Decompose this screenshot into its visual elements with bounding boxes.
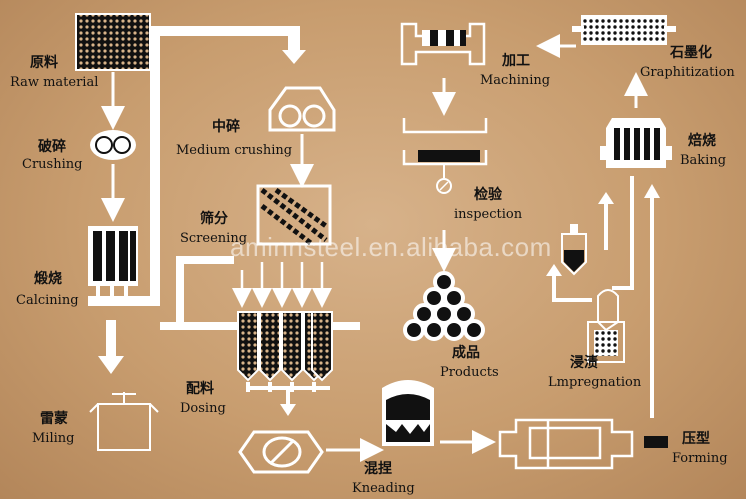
medium-crushing-icon: [268, 86, 336, 132]
milling-zh: 雷蒙: [40, 411, 68, 427]
line-forming-baking: [644, 184, 660, 418]
screening-arrows: [232, 262, 332, 308]
line-impregnation-baking: [598, 176, 634, 290]
calcining-zh: 煅烧: [34, 271, 62, 287]
graphitization-furnace-icon: [572, 15, 676, 45]
raw-material-zh: 原料: [30, 55, 58, 71]
products-zh: 成品: [452, 345, 480, 361]
crushing-zh: 破碎: [38, 139, 66, 155]
graphitization-zh: 石墨化: [670, 45, 712, 61]
impregnation-zh: 浸渍: [570, 355, 598, 371]
conveyor-path: [88, 26, 306, 306]
forming-press-icon: [498, 418, 634, 470]
inspection-icon: [402, 118, 488, 194]
calcining-furnace-icon: [88, 226, 138, 296]
kneading-mixer-icon: [238, 430, 324, 474]
raw-material-box: [75, 13, 151, 71]
impregnation-en: Lmpregnation: [548, 375, 642, 390]
baking-en: Baking: [680, 153, 727, 168]
machining-zh: 加工: [502, 53, 530, 69]
medium-crushing-zh: 中碎: [212, 119, 240, 135]
screening-icon: [256, 184, 332, 246]
dosing-hoppers-icon: [237, 311, 333, 382]
impregnation-return-line: [546, 264, 592, 302]
dosing-collector: [246, 382, 330, 416]
dosing-en: Dosing: [180, 401, 226, 416]
products-pile-icon: [403, 271, 485, 341]
baking-furnace-icon: [600, 118, 672, 168]
inspection-en: inspection: [454, 207, 523, 222]
impregnation-vessel-icon: [587, 289, 625, 363]
products-en: Products: [440, 365, 499, 380]
kneading-vessel-icon: [382, 380, 434, 446]
inspection-zh: 检验: [474, 187, 502, 203]
baking-zh: 焙烧: [688, 133, 716, 149]
machining-icon: [400, 22, 486, 66]
milling-en: Miling: [32, 431, 75, 446]
forming-en: Forming: [672, 451, 728, 466]
raw-material-en: Raw material: [10, 75, 99, 90]
milling-icon: [89, 392, 159, 451]
medium-crushing-en: Medium crushing: [176, 143, 293, 158]
crushing-icon: [90, 130, 136, 160]
screening-zh: 筛分: [200, 211, 228, 227]
calcining-en: Calcining: [16, 293, 79, 308]
arrow-to-milling: [98, 320, 124, 374]
forming-zh: 压型: [682, 431, 710, 447]
dosing-zh: 配料: [186, 381, 214, 397]
kneading-en: Kneading: [352, 481, 415, 496]
graphitization-en: Graphitization: [640, 65, 735, 80]
formed-block-icon: [644, 436, 668, 448]
machining-en: Machining: [480, 73, 551, 88]
watermark: aminnsteel.en.alibaba.com: [230, 232, 552, 262]
screening-en: Screening: [180, 231, 248, 246]
impregnation-tube-icon: [561, 224, 587, 276]
kneading-zh: 混捏: [364, 461, 392, 477]
crushing-en: Crushing: [22, 157, 83, 172]
